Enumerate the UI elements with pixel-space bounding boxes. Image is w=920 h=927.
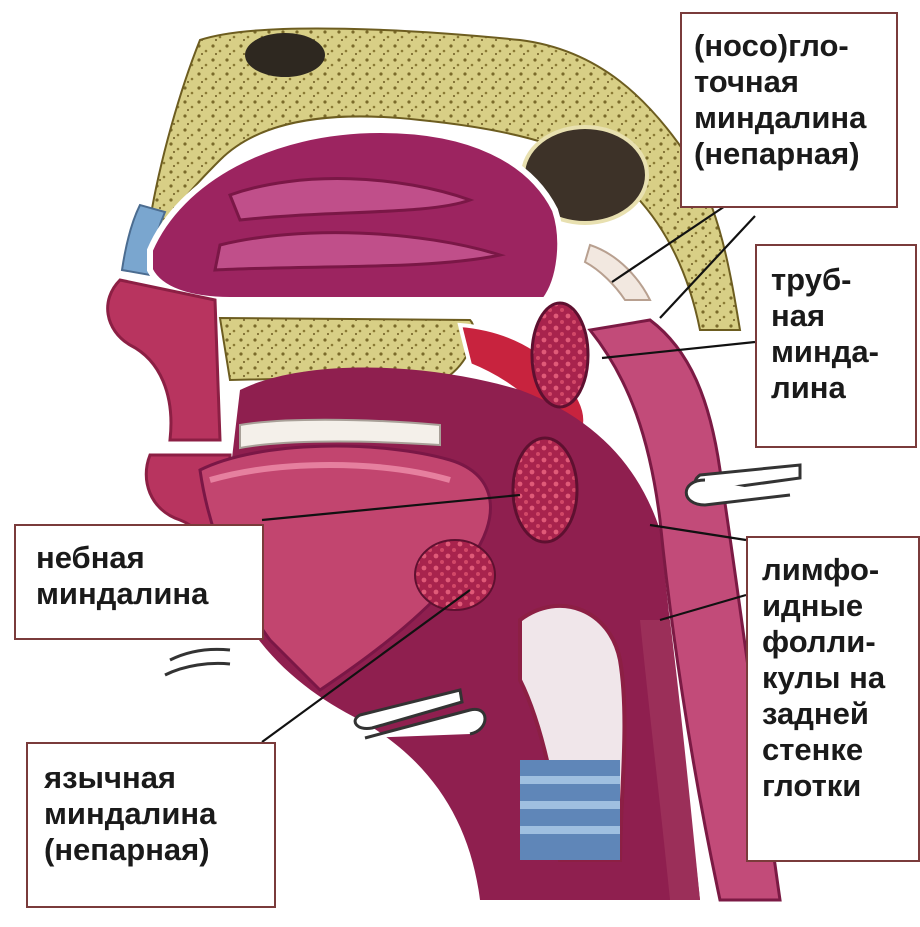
label-line: (непарная) [694,136,896,172]
label-lymphoid-follicles: лимфо- идные фолли- кулы на задней стенк… [746,536,920,862]
label-line: стенке [762,732,918,768]
label-line: фолли- [762,624,918,660]
frontal-sinus [245,33,325,77]
label-line: ная [771,298,915,334]
label-line: лина [771,370,915,406]
label-line: минда- [771,334,915,370]
label-line: миндалина [694,100,896,136]
label-line: (непарная) [44,832,274,868]
label-nasopharyngeal-tonsil: (носо)гло- точная миндалина (непарная) [680,12,898,208]
label-line: (носо)гло- [694,28,896,64]
label-line: идные [762,588,918,624]
label-line: миндалина [36,576,262,612]
upper-lip [108,280,220,440]
label-line: язычная [44,760,274,796]
label-line: точная [694,64,896,100]
label-lingual-tonsil: язычная миндалина (непарная) [26,742,276,908]
label-palatine-tonsil: небная миндалина [14,524,264,640]
palatine-tonsil [513,438,577,542]
label-tubal-tonsil: труб- ная минда- лина [755,244,917,448]
label-line: задней [762,696,918,732]
lingual-tonsil [415,540,495,610]
label-line: миндалина [44,796,274,832]
retractor-hook-left [165,649,230,675]
label-line: небная [36,540,262,576]
label-line: труб- [771,262,915,298]
label-line: лимфо- [762,552,918,588]
nasopharyngeal-tonsil [585,245,650,300]
trachea-rings [520,760,620,860]
tubal-tonsil [532,303,588,407]
label-line: глотки [762,768,918,804]
label-line: кулы на [762,660,918,696]
